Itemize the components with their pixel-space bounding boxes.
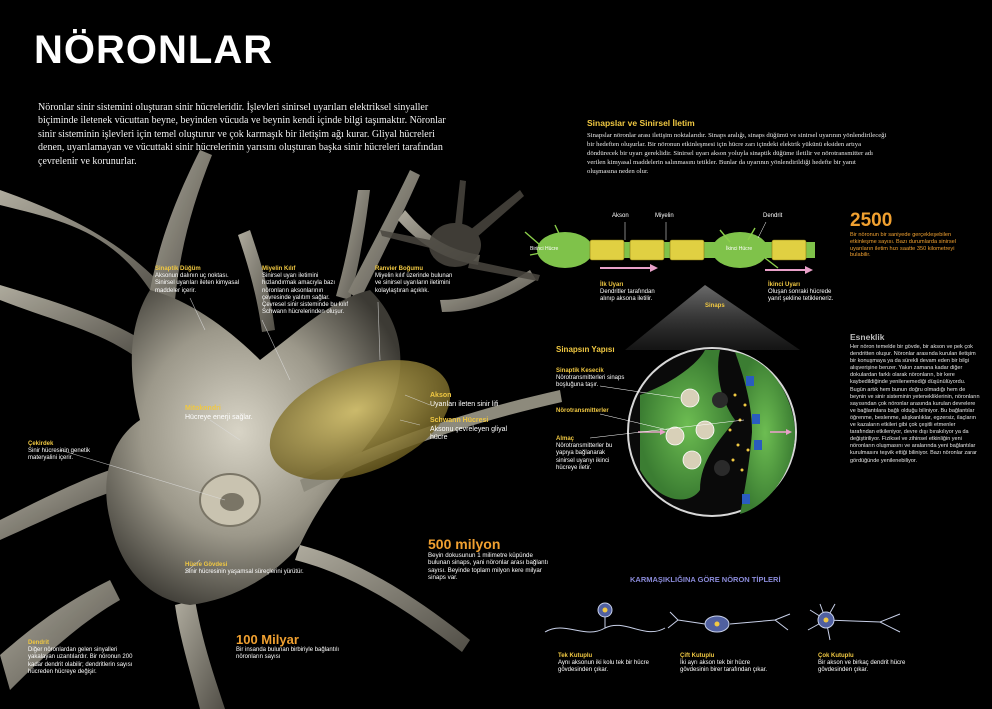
diagram-dendrit: Dendrit (763, 213, 783, 219)
synapse-section-text: Sinapslar nöronlar arası iletişim noktal… (587, 132, 887, 175)
label-miyelin-kilif: Miyelin Kılıf Sinirsel uyarı iletimini h… (262, 266, 349, 316)
distant-neuron (380, 180, 540, 281)
label-ranvier: Ranvier Boğumu Miyelin kılıf üzerinde bu… (375, 266, 453, 294)
type-cok-kutuplu: Çok Kutuplu Bir akson ve birkaç dendrit … (818, 653, 906, 674)
intro-paragraph: Nöronlar sinir sistemini oluşturan sinir… (38, 102, 446, 167)
diagram-akson: Akson (612, 213, 629, 219)
page-title: NÖRONLAR (34, 28, 274, 72)
esneklik-text: Her nöron temelde bir gövde, bir akson v… (850, 344, 980, 464)
diagram-ikinci-hucre: İkinci Hücre (726, 246, 753, 252)
diagram-ilk-uyari: İlk Uyarı Dendritler tarafından alınıp a… (600, 282, 655, 303)
diagram-sinaps: Sinaps (705, 303, 725, 309)
schwann-cell (269, 360, 451, 480)
label-hucre-govdesi: Hücre Gövdesi Sinir hücresinin yaşamsal … (185, 562, 304, 576)
structure-almac: Almaç Nörotransmitterler bu yapıya bağla… (556, 436, 613, 471)
neuron-type-icons (544, 602, 901, 641)
type-cift-kutuplu: Çift Kutuplu İki ayrı akson tek bir hücr… (680, 653, 768, 674)
diagram-ikinci-uyari: İkinci Uyarı Oluşan sonraki hücrede yanı… (768, 282, 834, 303)
stat-100-milyar: 100 Milyar Bir insanda bulunan birbiriyl… (236, 632, 340, 661)
esneklik-title: Esneklik (850, 332, 885, 342)
cell-body (106, 290, 401, 605)
stat-2500: 2500 Bir nöronun bir saniyede gerçekleşe… (850, 210, 957, 259)
label-akson: Akson Uyarıları ileten sinir lifi (430, 392, 499, 408)
conduction-diagram (524, 221, 815, 274)
axon-path (300, 390, 562, 492)
diagram-miyelin: Miyelin (655, 213, 674, 219)
synapse-structure-title: Sinapsın Yapısı (556, 345, 615, 354)
label-schwann: Schwann Hücresi Aksonu çevreleyen gliyal… (430, 417, 508, 441)
synapse-detail (589, 347, 797, 517)
type-tek-kutuplu: Tek Kutuplu Aynı aksonun iki kolu tek bi… (558, 653, 649, 674)
synapse-section-title: Sinapslar ve Sinirsel İletim (587, 118, 695, 128)
types-title: KARMAŞIKLIĞINA GÖRE NÖRON TİPLERİ (630, 575, 781, 584)
structure-norotransmitter: Nörotransmitterler (556, 408, 609, 414)
neuron-dendrites (0, 150, 536, 709)
label-cekirdek: Çekirdek Sinir hücresinin genetik matery… (28, 441, 91, 462)
magnify-cone (625, 285, 800, 350)
label-sinaptik-dugum: Sinaptik Düğüm Aksonun dalının uç noktas… (155, 266, 240, 294)
label-lines (59, 297, 431, 574)
label-dendrit: Dendrit Diğer nöronlardan gelen sinyalle… (28, 640, 133, 675)
label-mitokondri: Mitokondri Hücreye enerji sağlar. (185, 405, 253, 421)
structure-kesecik: Sinaptik Kesecik Nörotransmitterleri sin… (556, 368, 625, 389)
stat-500-milyon: 500 milyon Beyin dokusunun 1 milimetre k… (428, 536, 549, 582)
diagram-birinci-hucre: Birinci Hücre (530, 246, 559, 252)
